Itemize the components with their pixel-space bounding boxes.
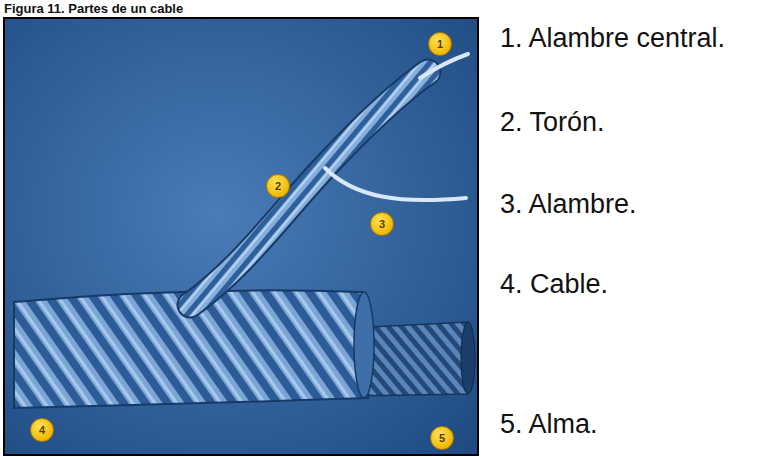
rope-strand bbox=[190, 72, 428, 305]
rope-strand bbox=[190, 72, 428, 305]
figure-title: Figura 11. Partes de un cable bbox=[4, 1, 183, 16]
part-label: 2. Torón. bbox=[500, 106, 605, 138]
callout-circle: 4 bbox=[30, 418, 54, 442]
part-label: 5. Alma. bbox=[500, 408, 598, 440]
part-label: 3. Alambre. bbox=[500, 188, 637, 220]
rope-end bbox=[354, 292, 374, 398]
central-wire bbox=[420, 54, 468, 78]
part-label: 4. Cable. bbox=[500, 268, 608, 300]
callout-circle: 3 bbox=[370, 212, 394, 236]
callout-number: 1 bbox=[437, 39, 443, 50]
part-label: 1. Alambre central. bbox=[500, 22, 725, 54]
callout-circle: 5 bbox=[430, 426, 454, 450]
callout-number: 2 bbox=[275, 181, 281, 192]
callout-circle: 2 bbox=[266, 174, 290, 198]
callout-number: 5 bbox=[439, 433, 445, 444]
callout-number: 4 bbox=[39, 425, 45, 436]
loose-wire bbox=[325, 168, 466, 200]
core-end bbox=[461, 322, 475, 394]
photo-frame bbox=[4, 18, 478, 455]
callout-circle: 1 bbox=[428, 32, 452, 56]
callout-number: 3 bbox=[379, 219, 385, 230]
